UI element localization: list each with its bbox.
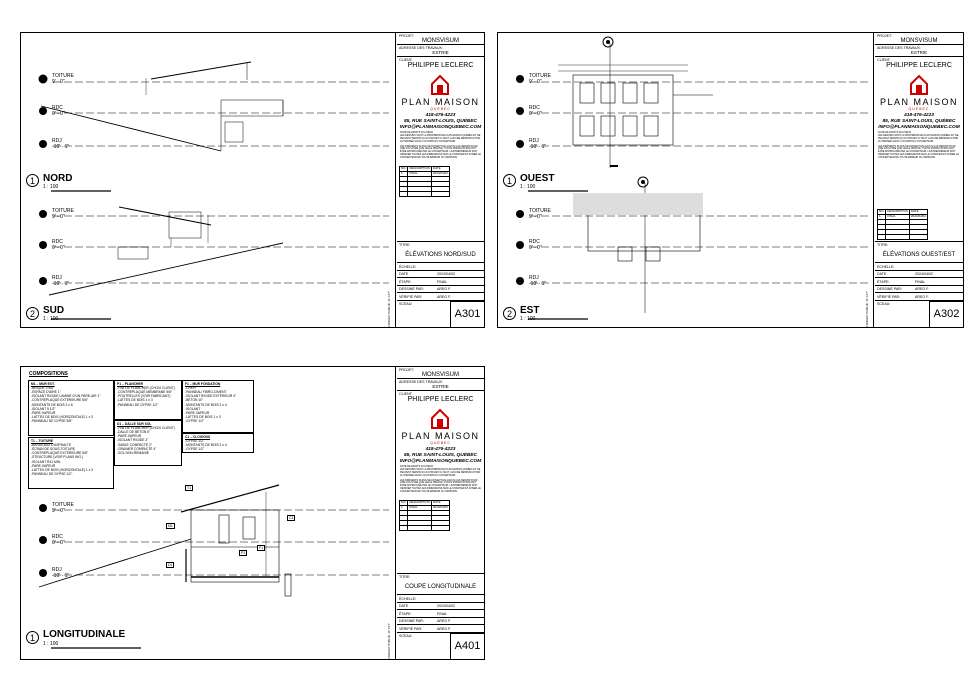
elevation-ouest-est-drawing <box>516 36 868 320</box>
composition-m1: M1 – MUR EXT.-BRIQUE 3 5/8" -ESPACE D'AI… <box>28 380 114 436</box>
view-scale: 1 : 100 <box>520 184 536 190</box>
logo-name: PLAN MAISON <box>879 97 958 107</box>
format-label: FORMAT PUBLIÉ: 11"X17" <box>865 290 869 327</box>
adresse-value: ESTRIE <box>432 50 449 55</box>
titre-label: TITRE: <box>399 243 411 247</box>
composition-c1: C1 – CLOISONS-GYPSE 1/2" -MONTANTS DE BO… <box>182 433 254 453</box>
view-scale: 1 : 100 <box>43 641 59 647</box>
tag-m1: M1 <box>166 523 175 529</box>
level-rdj: RDJ-10' - 1" <box>529 275 547 287</box>
sheet-number: A301 <box>450 301 484 327</box>
view-title-est: EST <box>520 305 540 316</box>
logo-house-icon <box>910 74 928 95</box>
level-markers <box>38 74 48 285</box>
view-title-sud: SUD <box>43 305 65 316</box>
section-drawing <box>38 484 389 649</box>
composition-f1: F1 – MUR FONDATION-CRÉPI -PANNEAU FIBRO-… <box>182 380 254 433</box>
view-number-bubble: 1 <box>26 174 39 187</box>
logo-region: QUÉBEC <box>430 441 451 445</box>
sceau-label: SCEAU: <box>399 301 413 306</box>
logo-name: PLAN MAISON <box>401 97 480 107</box>
logo-house-icon <box>431 74 449 95</box>
composition-p1: P1 – PLANCHER-FINI DE PLANCHER (CHOIX CL… <box>114 380 182 420</box>
logo-region: QUÉBEC <box>908 107 930 111</box>
view-scale: 1 : 100 <box>43 316 59 322</box>
sheet-number: A401 <box>450 633 484 659</box>
view-title-ouest: OUEST <box>520 173 555 184</box>
view-scale: 1 : 100 <box>43 184 59 190</box>
drawing-area: COMPOSITIONS M1 – MUR EXT.-BRIQUE 3 5/8"… <box>21 367 396 659</box>
client-value: PHILIPPE LECLERC <box>407 62 474 69</box>
level-rdj: RDJ-10' - 1" <box>529 138 547 150</box>
level-rdj: RDJ-10' - 1" <box>52 275 70 287</box>
view-number-bubble: 2 <box>503 307 516 320</box>
tag-c1: C1 <box>287 515 296 521</box>
level-rdj: RDJ-10' - 1" <box>52 138 70 150</box>
sheet-a401: COMPOSITIONS M1 – MUR EXT.-BRIQUE 3 5/8"… <box>20 366 485 660</box>
title-block: PROJET:MONSVISUM ADRESSE DES TRAVAUX:EST… <box>397 367 484 659</box>
title-block: PROJET:MONSVISUM ADRESSE DES TRAVAUX:EST… <box>875 33 963 327</box>
adresse-label: ADRESSE DES TRAVAUX: <box>399 46 443 50</box>
view-title-nord: NORD <box>43 173 73 184</box>
sheet-title: ÉLÉVATIONS NORD/SUD <box>405 252 476 258</box>
format-label: FORMAT PUBLIÉ: 11"X17" <box>387 622 391 659</box>
sheet-number: A302 <box>929 301 963 327</box>
sheet-title: COUPE LONGITUDINALE <box>404 584 477 590</box>
format-label: FORMAT PUBLIÉ: 11"X17" <box>387 290 391 327</box>
tag-t1: T1 <box>185 485 194 491</box>
composition-t1: T1 – TOITURE-BARDEAUX D'ASPHALTE -ÉCRAN … <box>28 437 114 489</box>
logo-house-icon <box>431 408 449 429</box>
tag-p1: P1 <box>239 550 248 556</box>
view-number-bubble: 1 <box>503 174 516 187</box>
projet-label: PROJET: <box>399 34 414 38</box>
sheet-title: ÉLÉVATIONS OUEST/EST <box>882 252 956 258</box>
logo-region: QUÉBEC <box>430 107 451 111</box>
tag-f1: F1 <box>257 545 266 551</box>
title-block: PROJET: MONSVISUM ADRESSE DES TRAVAUX:EST… <box>397 33 484 327</box>
tag-d1: D1 <box>166 562 175 568</box>
view-number-bubble: 1 <box>26 631 39 644</box>
view-number-bubble: 2 <box>26 307 39 320</box>
level-rdj: RDJ-10' - 1" <box>52 567 70 579</box>
compositions-heading: COMPOSITIONS <box>29 371 68 377</box>
client-label: CLIENT: <box>399 58 413 62</box>
view-scale: 1 : 100 <box>520 316 536 322</box>
view-title-longitudinale: LONGITUDINALE <box>43 629 126 640</box>
projet-value: MONSVISUM <box>421 38 459 44</box>
elevation-nord-sud-drawing <box>38 61 389 320</box>
composition-d1: D1 – DALLE SUR SOL-FINI DE PLANCHER (CHO… <box>114 420 182 466</box>
logo-name: PLAN MAISON <box>401 431 480 441</box>
